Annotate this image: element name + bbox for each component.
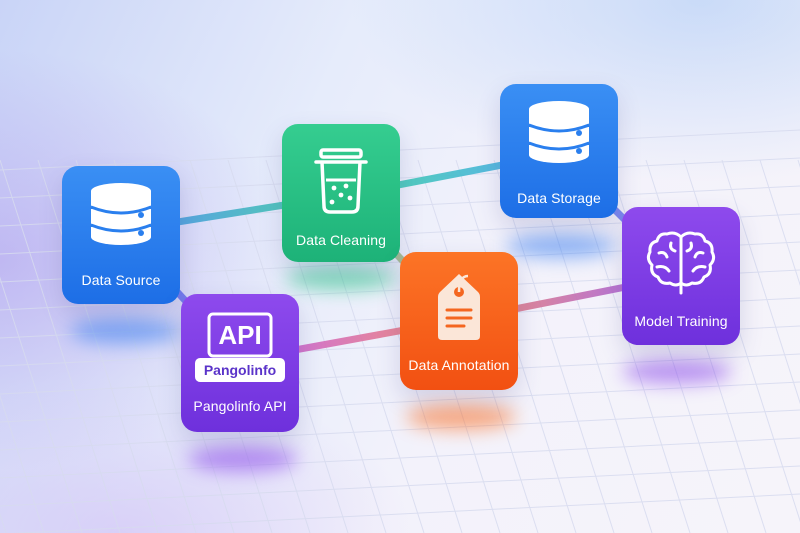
grid-line bbox=[721, 159, 800, 405]
database-icon bbox=[90, 183, 152, 245]
node-shadow bbox=[188, 446, 298, 472]
grid-line bbox=[0, 465, 800, 507]
model-training-node[interactable]: Model Training bbox=[622, 207, 740, 345]
grid-line bbox=[569, 159, 691, 533]
grid-line bbox=[9, 493, 800, 533]
pangolinfo-api-label: Pangolinfo API bbox=[193, 398, 287, 414]
node-shadow bbox=[406, 404, 516, 430]
grid-line bbox=[0, 276, 83, 533]
grid-line bbox=[493, 159, 615, 533]
grid-line bbox=[0, 437, 800, 479]
tag-icon bbox=[438, 274, 480, 340]
api-badge-title: API bbox=[218, 320, 262, 350]
node-shadow bbox=[286, 266, 396, 290]
data-storage-label: Data Storage bbox=[517, 190, 601, 206]
grid-line bbox=[0, 381, 800, 423]
data-cleaning-label: Data Cleaning bbox=[295, 232, 387, 248]
grid-line bbox=[759, 159, 800, 286]
data-source-label: Data Source bbox=[81, 272, 161, 288]
database-icon bbox=[528, 101, 590, 163]
grid-line bbox=[0, 394, 45, 533]
beaker-icon bbox=[314, 148, 368, 214]
data-annotation-node[interactable]: Data Annotation bbox=[400, 252, 518, 390]
api-icon bbox=[207, 312, 273, 358]
data-cleaning-node[interactable]: Data Cleaning bbox=[282, 124, 400, 262]
grid-line bbox=[531, 159, 653, 533]
grid-line bbox=[0, 159, 121, 533]
node-shadow bbox=[506, 234, 616, 258]
grid-line bbox=[0, 409, 800, 451]
api-badge-pill: Pangolinfo bbox=[195, 358, 285, 382]
pangolinfo-api-node[interactable]: API Pangolinfo Pangolinfo API bbox=[181, 294, 299, 432]
node-shadow bbox=[622, 360, 732, 384]
data-annotation-label: Data Annotation bbox=[408, 357, 510, 373]
data-storage-node[interactable]: Data Storage bbox=[500, 84, 618, 218]
brain-icon bbox=[646, 231, 716, 295]
model-training-label: Model Training bbox=[634, 313, 728, 329]
grid-line bbox=[0, 129, 800, 171]
data-source-node[interactable]: Data Source bbox=[62, 166, 180, 304]
node-shadow bbox=[70, 318, 180, 344]
grid-line bbox=[0, 512, 7, 533]
